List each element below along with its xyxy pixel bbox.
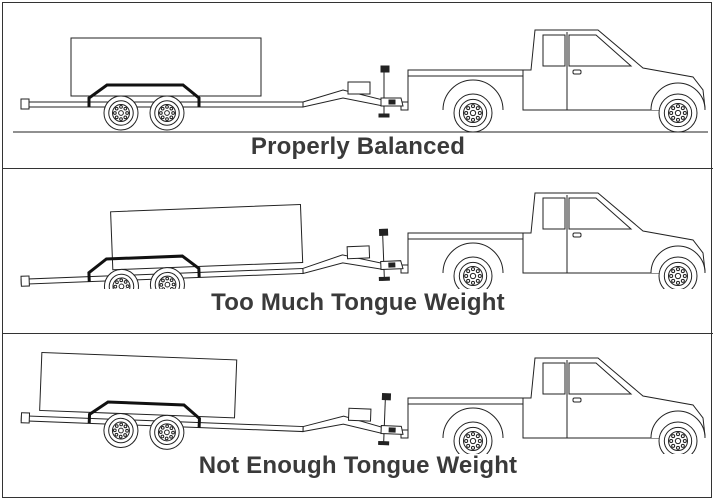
- trailer-wheel-rear: [150, 96, 184, 130]
- trailer-wheel-front: [104, 269, 139, 289]
- truck-front-wheel: [659, 94, 697, 132]
- cargo-outline: [111, 205, 303, 270]
- pickup-truck: [401, 30, 705, 132]
- panel-too-much-tongue-weight: Too Much Tongue Weight: [3, 169, 713, 332]
- truck-front-wheel: [659, 257, 697, 289]
- trailer-wheel-rear: [150, 267, 185, 289]
- truck-rear-wheel: [454, 422, 492, 454]
- battery-box: [348, 408, 370, 421]
- tongue-jack: [384, 394, 386, 442]
- trailer-wheel-rear: [149, 415, 184, 450]
- truck-front-wheel: [659, 422, 697, 454]
- panel-caption: Too Much Tongue Weight: [3, 289, 713, 317]
- battery-box: [347, 246, 369, 259]
- trailer-wheel-front: [104, 96, 138, 130]
- panel-caption: Not Enough Tongue Weight: [3, 452, 713, 480]
- trailer-wheel-front: [103, 413, 138, 448]
- tongue-jack: [382, 229, 384, 277]
- car-hauler-trailer: [19, 201, 404, 289]
- tail-light: [21, 99, 29, 109]
- truck-trailer-illustration: [3, 334, 713, 454]
- car-hauler-trailer: [21, 38, 403, 130]
- tail-light: [21, 413, 29, 423]
- truck-rear-wheel: [454, 94, 492, 132]
- panel-not-enough-tongue-weight: Not Enough Tongue Weight: [3, 334, 713, 499]
- panel-caption: Properly Balanced: [3, 133, 713, 161]
- truck-trailer-illustration: [3, 169, 713, 289]
- pickup-truck: [401, 193, 705, 289]
- trailer-tongue: [302, 253, 383, 273]
- battery-box: [348, 82, 370, 94]
- cargo-outline: [71, 38, 261, 96]
- truck-trailer-illustration: [3, 3, 713, 138]
- panel-properly-balanced: Properly Balanced: [3, 3, 713, 168]
- trailer-tongue: [303, 415, 384, 435]
- trailer-tongue: [303, 90, 383, 107]
- car-hauler-trailer: [20, 352, 405, 454]
- truck-rear-wheel: [454, 257, 492, 289]
- pickup-truck: [401, 358, 705, 454]
- tail-light: [21, 276, 29, 286]
- cargo-outline: [40, 352, 237, 417]
- diagram-frame: Properly Balanced Too Much Tongue Weight…: [2, 2, 712, 498]
